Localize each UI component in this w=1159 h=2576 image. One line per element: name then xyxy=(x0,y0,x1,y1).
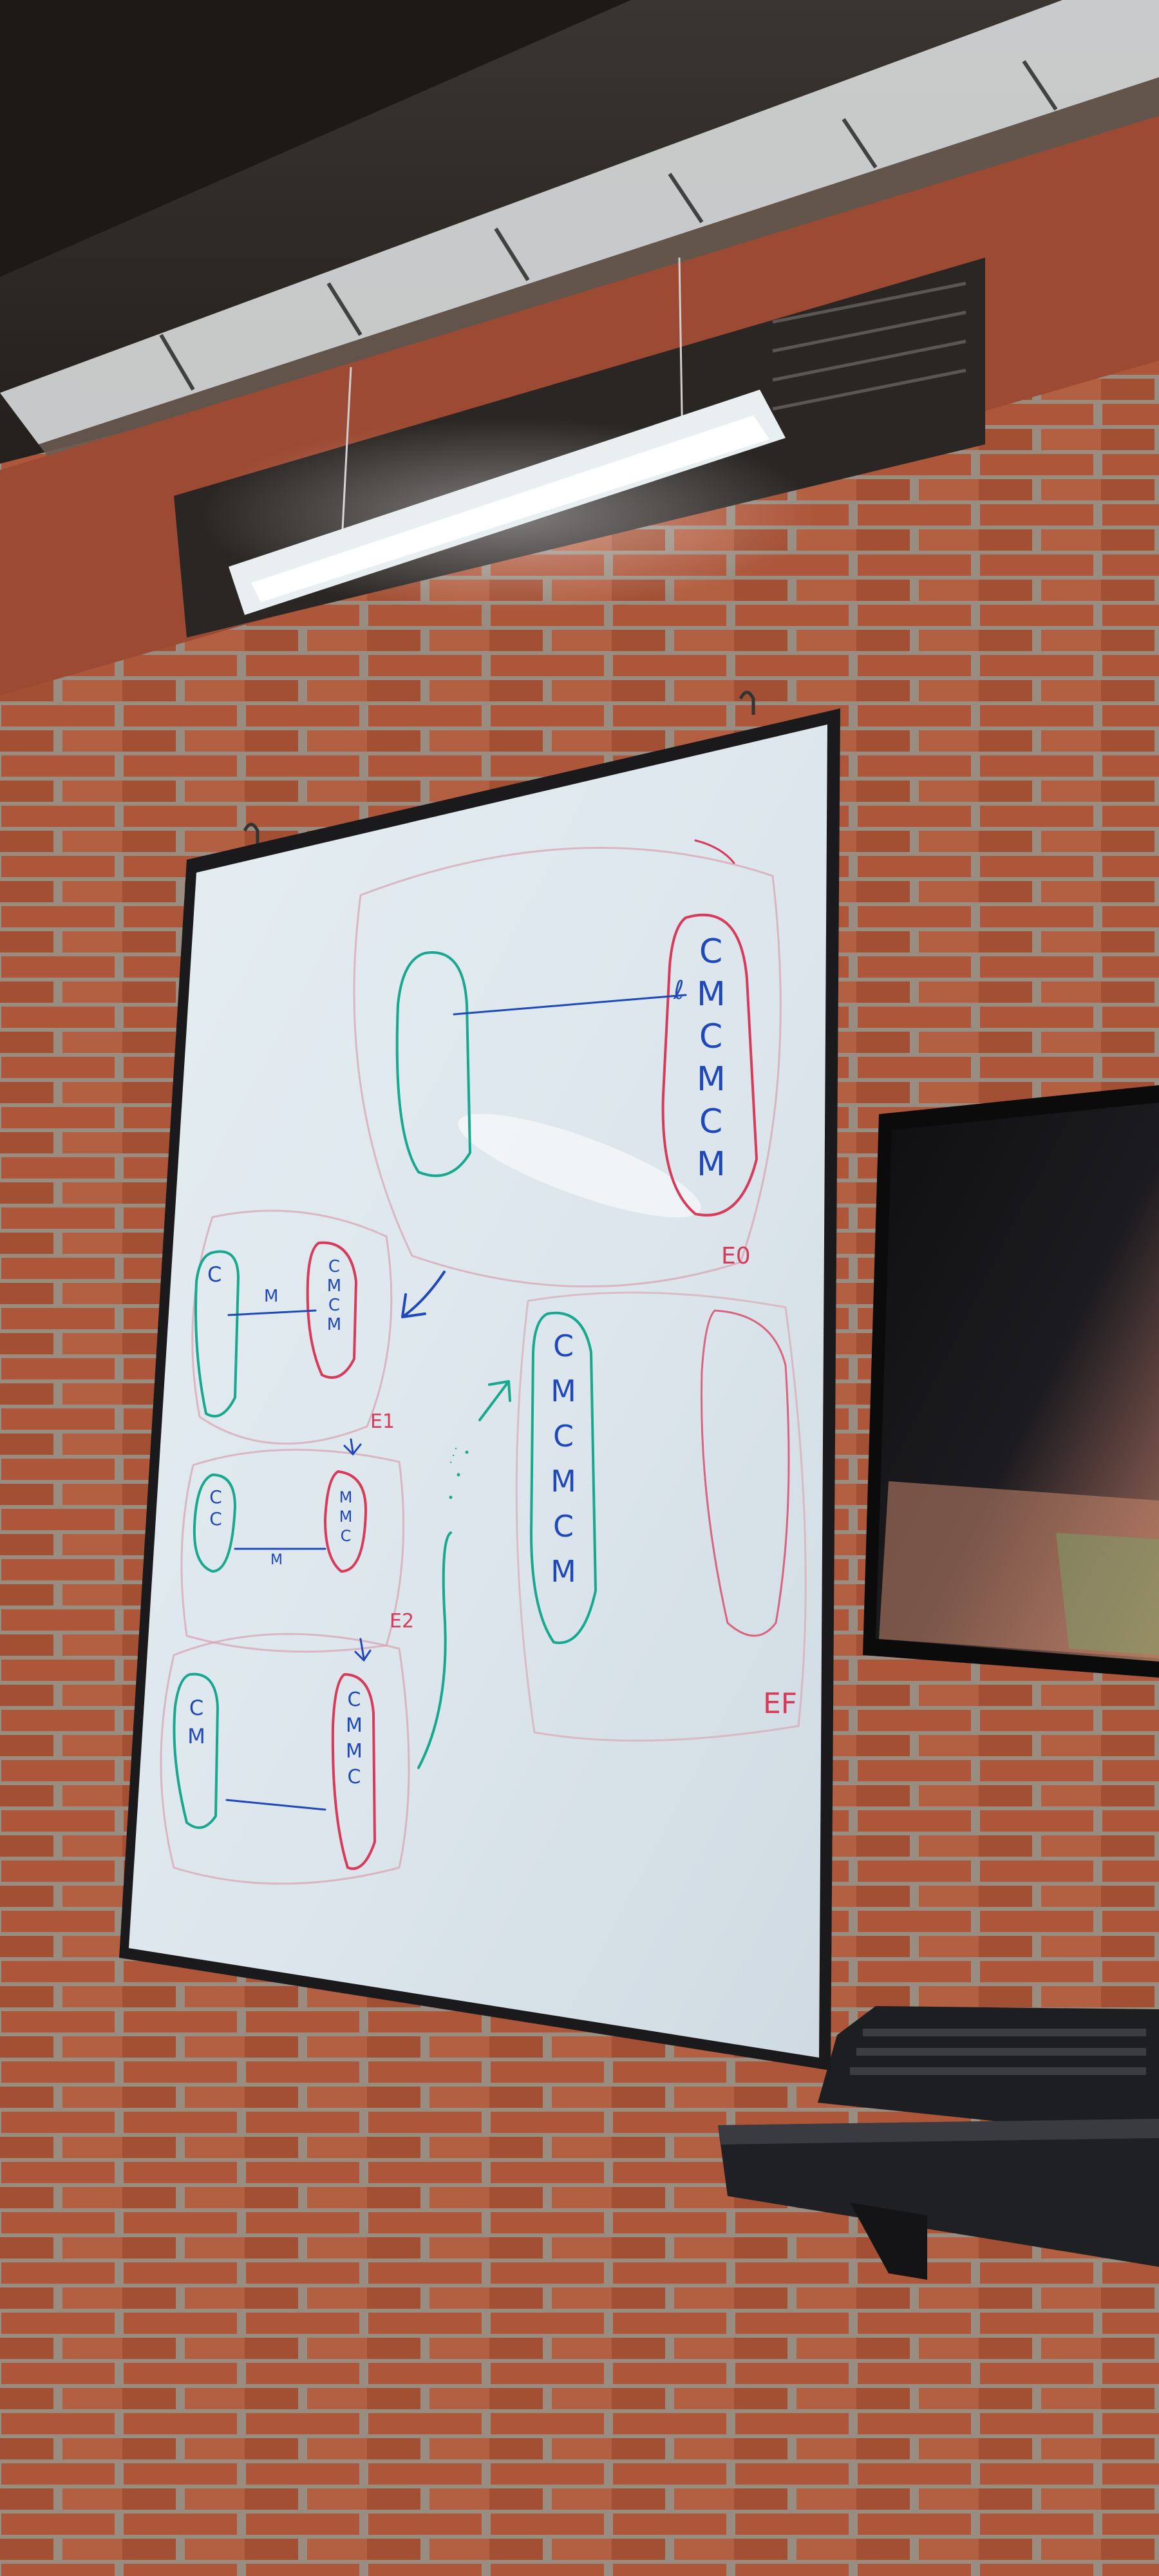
wall-monitor xyxy=(863,1085,1159,1678)
step-three-right-bank xyxy=(331,1672,377,1870)
initial-right-bank xyxy=(661,913,759,1217)
final-right-bank xyxy=(701,1309,790,1637)
step-three-left-bank xyxy=(173,1672,220,1829)
initial-boat-line xyxy=(453,994,687,1016)
step-two-right-bank xyxy=(323,1470,368,1573)
arrow-e0-to-e1 xyxy=(401,1271,446,1318)
keyboard xyxy=(818,2006,1159,2138)
arrow-to-final xyxy=(417,1531,452,1769)
step-two-left-bank xyxy=(193,1473,237,1573)
step-one-left-bank xyxy=(194,1250,240,1417)
whiteboard-surface xyxy=(129,724,827,2058)
step-one-right-bank xyxy=(306,1241,358,1379)
skylight-grid xyxy=(0,0,1159,470)
wall-shelf xyxy=(718,2119,1159,2280)
final-left-bank xyxy=(529,1311,598,1644)
initial-left-bank xyxy=(395,951,472,1177)
